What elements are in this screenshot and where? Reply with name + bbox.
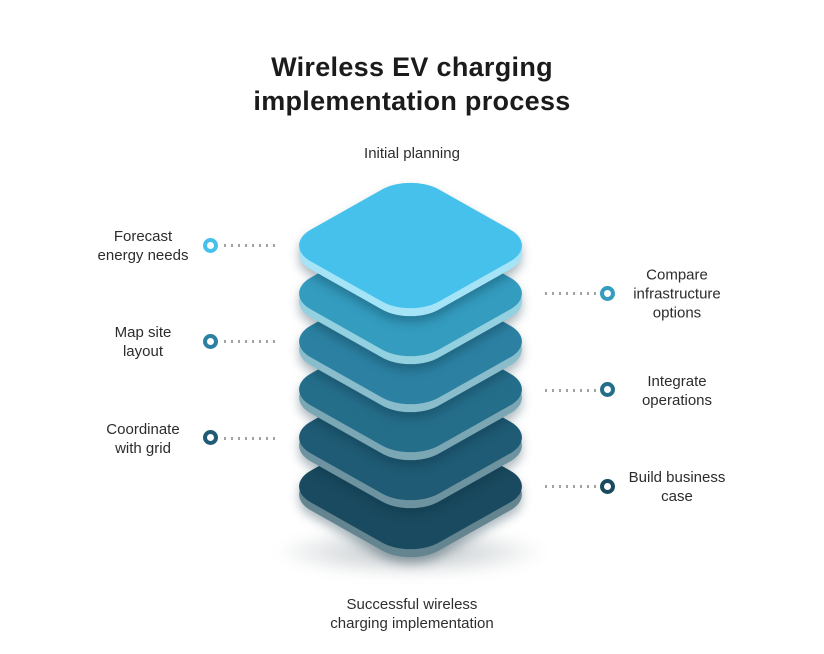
layer-face: [282, 173, 538, 317]
callout-dotted-line: [224, 244, 277, 247]
callout-dotted-line: [545, 485, 596, 488]
callout-marker-coordinate-with-grid: [202, 430, 218, 446]
bottom-label: Successful wireless charging implementat…: [330, 596, 494, 632]
callout-marker-map-site-layout: [202, 333, 218, 349]
layer-edge: [282, 373, 538, 518]
callout-marker-forecast-energy-needs: [202, 237, 218, 253]
callout-label-compare-infrastructure-options: Compare infrastructure options: [633, 266, 721, 322]
layer-edge: [282, 325, 538, 470]
top-label: Initial planning: [364, 145, 460, 162]
callout-dotted-line: [224, 436, 277, 440]
callout-marker-build-business-case: [599, 478, 615, 494]
layer-compare-infrastructure-options: [282, 221, 538, 379]
layer-forecast-energy-needs: [282, 173, 538, 331]
layer-coordinate-with-grid: [282, 365, 538, 524]
callout-label-build-business-case: Build business case: [628, 469, 726, 505]
callout-label-forecast-energy-needs: Forecast energy needs: [97, 228, 189, 264]
callout-dotted-line: [224, 340, 277, 344]
layer-integrate-operations: [282, 317, 538, 476]
ground-shadow: [268, 526, 552, 578]
layer-edge: [282, 229, 538, 374]
callout-dotted-line: [545, 292, 596, 296]
layer-edge: [282, 181, 538, 325]
layer-map-site-layout: [282, 269, 538, 427]
callout-label-coordinate-with-grid: Coordinate with grid: [106, 420, 180, 457]
callout-marker-compare-infrastructure-options: [599, 285, 615, 301]
callout-dotted-line: [545, 388, 596, 392]
callout-marker-integrate-operations: [599, 382, 615, 398]
layer-face: [282, 269, 538, 414]
callout-label-integrate-operations: Integrate operations: [641, 372, 713, 409]
callout-label-map-site-layout: Map site layout: [114, 324, 172, 361]
layer-face: [282, 221, 538, 366]
layer-face: [282, 365, 538, 510]
layer-face: [282, 317, 538, 462]
layer-edge: [282, 277, 538, 422]
page-title: Wireless EV charging implementation proc…: [253, 52, 571, 116]
